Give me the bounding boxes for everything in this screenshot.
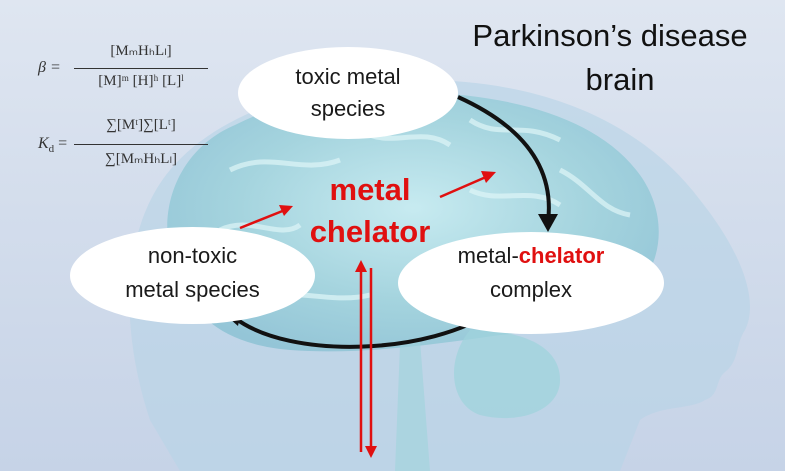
kd-fraction-bar (74, 144, 208, 145)
kd-numerator: ∑[Mᵗ]∑[Lᵗ] (106, 117, 176, 133)
beta-numerator: [MₘHₕLₗ] (110, 43, 172, 59)
nontoxic-label-line-1: non-toxic (147, 243, 238, 268)
center-chelator-label: chelator (309, 214, 431, 249)
kd-denominator: ∑[MₘHₕLₗ] (105, 151, 177, 167)
arrow-toxic-to-complex (457, 95, 551, 223)
kd-symbol: K (38, 135, 49, 152)
toxic-label-line-1: toxic metal (295, 64, 401, 89)
kd-lhs: Kd = (38, 135, 67, 155)
beta-fraction-bar (74, 68, 208, 69)
nontoxic-label-line-2: metal species (125, 277, 260, 302)
arrow-head-down (538, 214, 558, 232)
chelator-arrows (239, 171, 496, 458)
kd-equals: = (54, 135, 68, 152)
beta-lhs: β = (38, 59, 61, 76)
complex-label-prefix: metal- (457, 243, 519, 268)
nontoxic-species-ellipse (70, 227, 315, 324)
red-arrow-nontoxic-to-chelator (239, 208, 286, 230)
kd-equation: Kd = ∑[Mᵗ]∑[Lᵗ] ∑[MₘHₕLₗ] (38, 113, 208, 173)
center-metal-label: metal (329, 172, 411, 207)
red-arrow-chelator-to-complex (439, 175, 487, 199)
kd-subscript: d (48, 143, 55, 156)
title-line-2: brain (585, 62, 655, 97)
toxic-label-line-2: species (310, 96, 386, 121)
beta-equation: β = [MₘHₕLₗ] [M]ᵐ [H]ʰ [L]ˡ (38, 37, 208, 97)
complex-label-line-2: complex (490, 277, 572, 302)
toxic-species-ellipse (238, 47, 458, 139)
complex-label-highlight: chelator (518, 243, 605, 268)
metal-chelator-complex-ellipse (398, 232, 664, 334)
title-line-1: Parkinson’s disease (472, 18, 748, 53)
beta-denominator: [M]ᵐ [H]ʰ [L]ˡ (98, 73, 184, 89)
complex-label-line-1: metal-chelator (398, 243, 664, 269)
